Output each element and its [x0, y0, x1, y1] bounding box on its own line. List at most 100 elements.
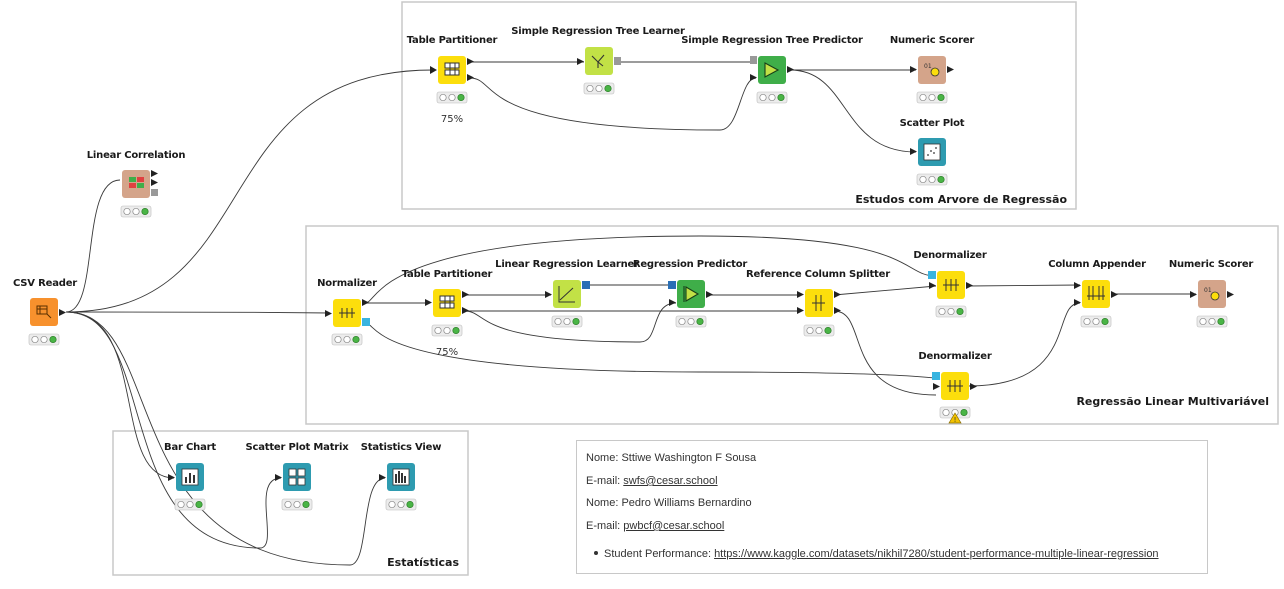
node-reference-column-splitter[interactable] — [797, 289, 841, 337]
label-table-partitioner-2[interactable]: Table Partitioner — [401, 269, 493, 280]
line-fit-icon — [558, 286, 575, 303]
node-tree-learner[interactable] — [577, 47, 621, 95]
label-table-partitioner-1[interactable]: Table Partitioner — [406, 35, 498, 46]
normalize-icon — [339, 308, 355, 318]
splitter-icon — [812, 295, 825, 311]
traffic-light-icon — [281, 498, 313, 511]
traffic-light-icon — [120, 205, 152, 218]
annotation-tree-title: Estudos com Arvore de Regressão — [855, 193, 1067, 206]
label-linear-regression-learner[interactable]: Linear Regression Learner — [495, 259, 639, 270]
traffic-light-icon — [431, 324, 463, 337]
author-1-name: Nome: Sttiwe Washington F Sousa — [586, 452, 757, 464]
table-partitioner-2-comment: 75% — [435, 347, 459, 358]
traffic-light-icon — [385, 498, 417, 511]
column-append-icon — [1087, 286, 1105, 300]
partition-table-icon — [439, 295, 455, 309]
predictor-icon — [683, 286, 700, 302]
node-statistics-view[interactable] — [379, 463, 417, 511]
info-annotation[interactable]: Nome: Sttiwe Washington F Sousa E-mail: … — [576, 440, 1208, 574]
label-scatter-plot[interactable]: Scatter Plot — [899, 118, 965, 129]
author-1-email-line: E-mail: swfs@cesar.school — [586, 475, 718, 487]
traffic-light-icon — [1196, 315, 1228, 328]
label-normalizer[interactable]: Normalizer — [317, 278, 377, 289]
label-tree-learner[interactable]: Simple Regression Tree Learner — [511, 26, 685, 37]
node-normalizer[interactable] — [325, 299, 370, 346]
traffic-light-icon — [916, 173, 948, 186]
scorer-icon: 01 — [1204, 287, 1220, 301]
node-bar-chart[interactable] — [168, 463, 206, 511]
partition-table-icon — [444, 62, 460, 76]
label-column-appender[interactable]: Column Appender — [1048, 259, 1146, 270]
node-scatter-plot[interactable] — [910, 138, 948, 186]
traffic-light-icon — [551, 315, 583, 328]
dataset-label: Student Performance: — [604, 548, 715, 560]
table-arrow-icon — [36, 305, 52, 319]
connections — [65, 61, 1196, 566]
traffic-light-icon — [803, 324, 835, 337]
node-numeric-scorer-2[interactable]: 01 — [1190, 280, 1234, 328]
label-statistics-view[interactable]: Statistics View — [360, 442, 442, 453]
traffic-light-icon — [935, 305, 967, 318]
node-scatter-plot-matrix[interactable] — [275, 463, 313, 511]
denormalize-icon — [947, 380, 963, 392]
traffic-light-icon — [436, 91, 468, 104]
label-tree-predictor[interactable]: Simple Regression Tree Predictor — [681, 35, 863, 46]
node-denormalizer-2[interactable]: ! — [932, 372, 977, 424]
annotation-stats-title: Estatísticas — [387, 556, 459, 569]
node-numeric-scorer-1[interactable]: 01 — [910, 56, 954, 104]
annotation-stats-box[interactable] — [112, 430, 469, 576]
traffic-light-icon — [916, 91, 948, 104]
label-denormalizer-2[interactable]: Denormalizer — [918, 351, 992, 362]
correlation-matrix-icon — [129, 177, 144, 188]
scatter-matrix-icon — [288, 468, 306, 486]
traffic-light-icon — [583, 82, 615, 95]
traffic-light-icon — [756, 91, 788, 104]
author-1-email-link[interactable]: swfs@cesar.school — [623, 475, 718, 487]
svg-text:!: ! — [954, 416, 957, 424]
traffic-light-icon — [174, 498, 206, 511]
node-column-appender[interactable] — [1074, 280, 1118, 328]
node-table-partitioner-1[interactable] — [430, 56, 474, 104]
predictor-icon — [764, 62, 780, 78]
author-2-email-link[interactable]: pwbcf@cesar.school — [623, 520, 725, 532]
node-linear-correlation[interactable] — [120, 170, 158, 218]
statistics-icon — [392, 468, 410, 486]
traffic-light-icon — [675, 315, 707, 328]
label-numeric-scorer-1[interactable]: Numeric Scorer — [889, 35, 975, 46]
bullet-icon — [594, 551, 598, 555]
annotation-linreg-title: Regressão Linear Multivariável — [1076, 395, 1269, 408]
denormalize-icon — [943, 279, 959, 291]
dataset-line: Student Performance: https://www.kaggle.… — [604, 548, 1159, 560]
email-label: E-mail: — [586, 475, 624, 487]
annotation-tree-box[interactable] — [401, 1, 1077, 210]
label-numeric-scorer-2[interactable]: Numeric Scorer — [1168, 259, 1254, 270]
svg-text:01: 01 — [924, 63, 932, 70]
label-csv-reader[interactable]: CSV Reader — [12, 278, 78, 289]
bar-chart-icon — [181, 468, 199, 486]
author-2-email-line: E-mail: pwbcf@cesar.school — [586, 520, 724, 532]
traffic-light-icon — [28, 333, 60, 346]
scorer-icon: 01 — [924, 63, 940, 77]
node-denormalizer-1[interactable] — [928, 271, 973, 318]
svg-text:01: 01 — [1204, 287, 1212, 294]
node-table-partitioner-2[interactable] — [425, 289, 469, 337]
label-denormalizer-1[interactable]: Denormalizer — [913, 250, 987, 261]
traffic-light-icon — [331, 333, 363, 346]
label-regression-predictor[interactable]: Regression Predictor — [632, 259, 748, 270]
dataset-link[interactable]: https://www.kaggle.com/datasets/nikhil72… — [714, 548, 1159, 560]
node-linear-regression-learner[interactable] — [545, 280, 590, 328]
scatter-plot-icon — [923, 143, 941, 161]
node-tree-predictor[interactable] — [750, 56, 794, 104]
tree-learner-icon — [591, 54, 605, 68]
email-label: E-mail: — [586, 520, 624, 532]
annotation-linreg-box[interactable] — [305, 225, 1279, 425]
node-csv-reader[interactable] — [28, 298, 66, 346]
label-scatter-plot-matrix[interactable]: Scatter Plot Matrix — [245, 442, 349, 453]
label-linear-correlation[interactable]: Linear Correlation — [86, 150, 186, 161]
author-2-name: Nome: Pedro Williams Bernardino — [586, 497, 752, 509]
label-bar-chart[interactable]: Bar Chart — [164, 442, 216, 453]
node-regression-predictor[interactable] — [668, 280, 713, 328]
table-partitioner-1-comment: 75% — [440, 114, 464, 125]
label-reference-column-splitter[interactable]: Reference Column Splitter — [746, 269, 890, 280]
